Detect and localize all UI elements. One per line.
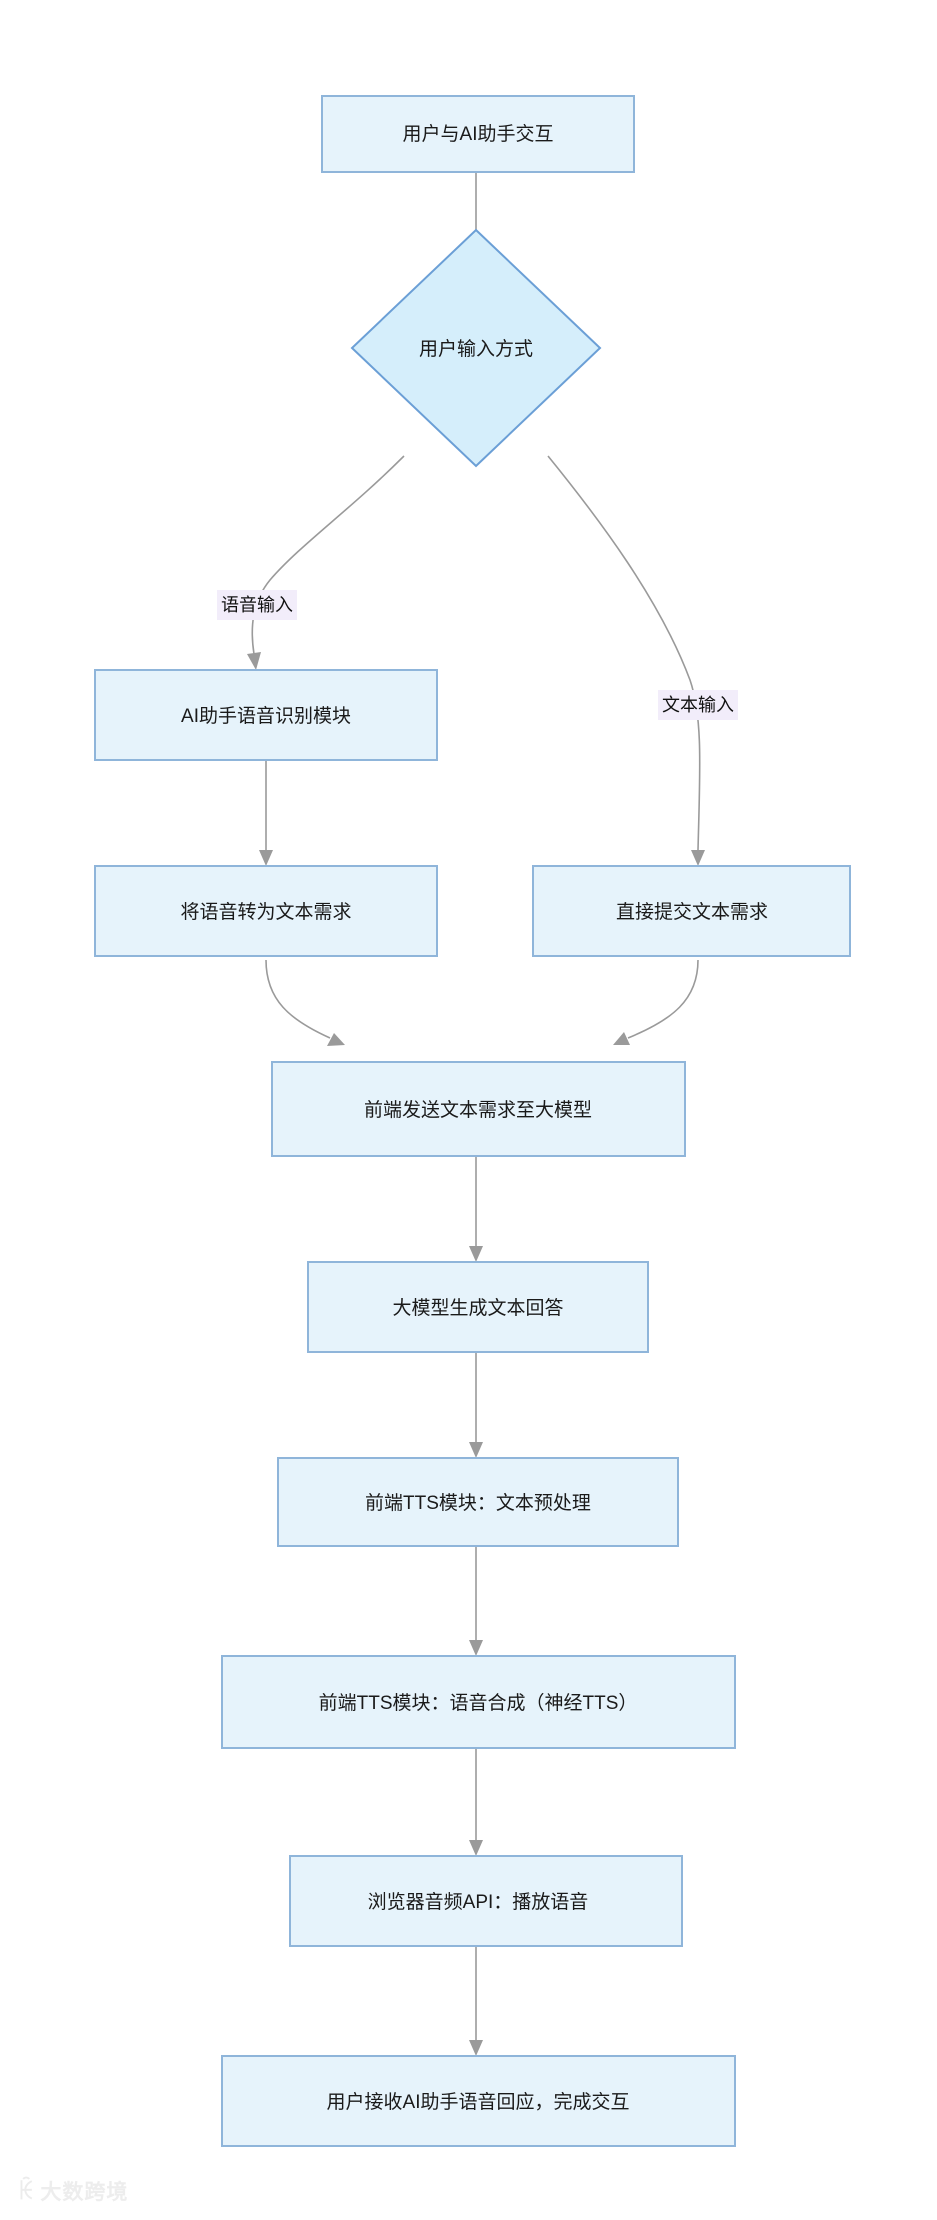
node-user-receives-reply[interactable]: 用户接收AI助手语音回应，完成交互 [221,2055,736,2147]
node-label: 大模型生成文本回答 [392,1297,563,1319]
node-label: 前端TTS模块：语音合成（神经TTS） [319,1692,638,1714]
node-shape-rect[interactable] [321,95,635,173]
edge-arrowhead [247,652,261,670]
node-shape-rect[interactable] [532,865,851,957]
node-label: 前端TTS模块：文本预处理 [365,1492,591,1514]
edge-arrowhead [259,850,273,866]
node-label: 直接提交文本需求 [616,901,768,923]
node-speech-to-text[interactable]: 将语音转为文本需求 [94,865,438,957]
node-user-ai-interaction[interactable]: 用户与AI助手交互 [321,95,635,173]
edge-arrowhead [469,2040,483,2056]
node-direct-text-submit[interactable]: 直接提交文本需求 [532,865,851,957]
edge-line [251,455,405,655]
edge-label-bg [658,690,738,720]
edge-arrowhead [469,1246,483,1262]
node-tts-speech-synthesis[interactable]: 前端TTS模块：语音合成（神经TTS） [221,1655,736,1749]
edge-n4-n6 [265,959,345,1046]
edge-arrowhead [469,1640,483,1656]
node-label: 浏览器音频API：播放语音 [368,1891,589,1913]
edge-label-bg [217,590,297,620]
edge-line [547,455,701,851]
node-label: 用户接收AI助手语音回应，完成交互 [327,2091,630,2113]
edge-n6-n7 [469,1156,483,1262]
node-shape-rect[interactable] [307,1261,649,1353]
edge-label-text-input: 文本输入 [658,690,738,720]
edge-label-text: 文本输入 [662,695,734,715]
edge-n10-n11 [469,1938,483,2056]
node-shape-diamond[interactable] [350,228,602,468]
node-layer: 用户与AI助手交互 用户输入方式 AI助手语音识别模块 将语音转为文本需求 直接… [94,95,851,2147]
edge-arrowhead [327,1033,345,1046]
edge-arrowhead [691,850,705,866]
node-shape-rect[interactable] [221,1655,736,1749]
edge-n7-n8 [469,1352,483,1458]
edge-label-voice-input: 语音输入 [217,590,297,620]
edge-n2-n3 [247,455,405,670]
edge-n8-n9 [469,1528,483,1656]
node-shape-rect[interactable] [94,669,438,761]
node-frontend-send-to-llm[interactable]: 前端发送文本需求至大模型 [271,1061,686,1157]
edge-arrowhead [469,1442,483,1458]
edge-layer [247,172,705,2056]
edge-line [627,959,699,1039]
node-speech-recognition-module[interactable]: AI助手语音识别模块 [94,669,438,761]
edge-n9-n10 [469,1734,483,1856]
node-shape-rect[interactable] [221,2055,736,2147]
node-tts-text-preprocess[interactable]: 前端TTS模块：文本预处理 [277,1457,679,1547]
edge-label-text: 语音输入 [221,595,293,615]
edge-label-layer: 语音输入 文本输入 [217,590,738,720]
node-label: AI助手语音识别模块 [181,705,351,727]
node-label: 前端发送文本需求至大模型 [364,1099,592,1121]
edge-arrowhead [613,1032,630,1045]
node-label: 用户与AI助手交互 [403,123,554,145]
node-shape-rect[interactable] [289,1855,683,1947]
node-llm-generate-answer[interactable]: 大模型生成文本回答 [307,1261,649,1353]
node-label: 用户输入方式 [419,338,533,360]
edge-line [265,959,331,1039]
node-shape-rect[interactable] [271,1061,686,1157]
node-shape-rect[interactable] [277,1457,679,1547]
edge-n5-n6 [613,959,699,1045]
node-label: 将语音转为文本需求 [180,901,351,923]
node-browser-audio-api-play[interactable]: 浏览器音频API：播放语音 [289,1855,683,1947]
node-input-method-decision[interactable]: 用户输入方式 [350,228,602,468]
edge-n2-n5 [547,455,705,866]
edge-n3-n4 [259,760,273,866]
node-shape-rect[interactable] [94,865,438,957]
edge-arrowhead [469,1840,483,1856]
